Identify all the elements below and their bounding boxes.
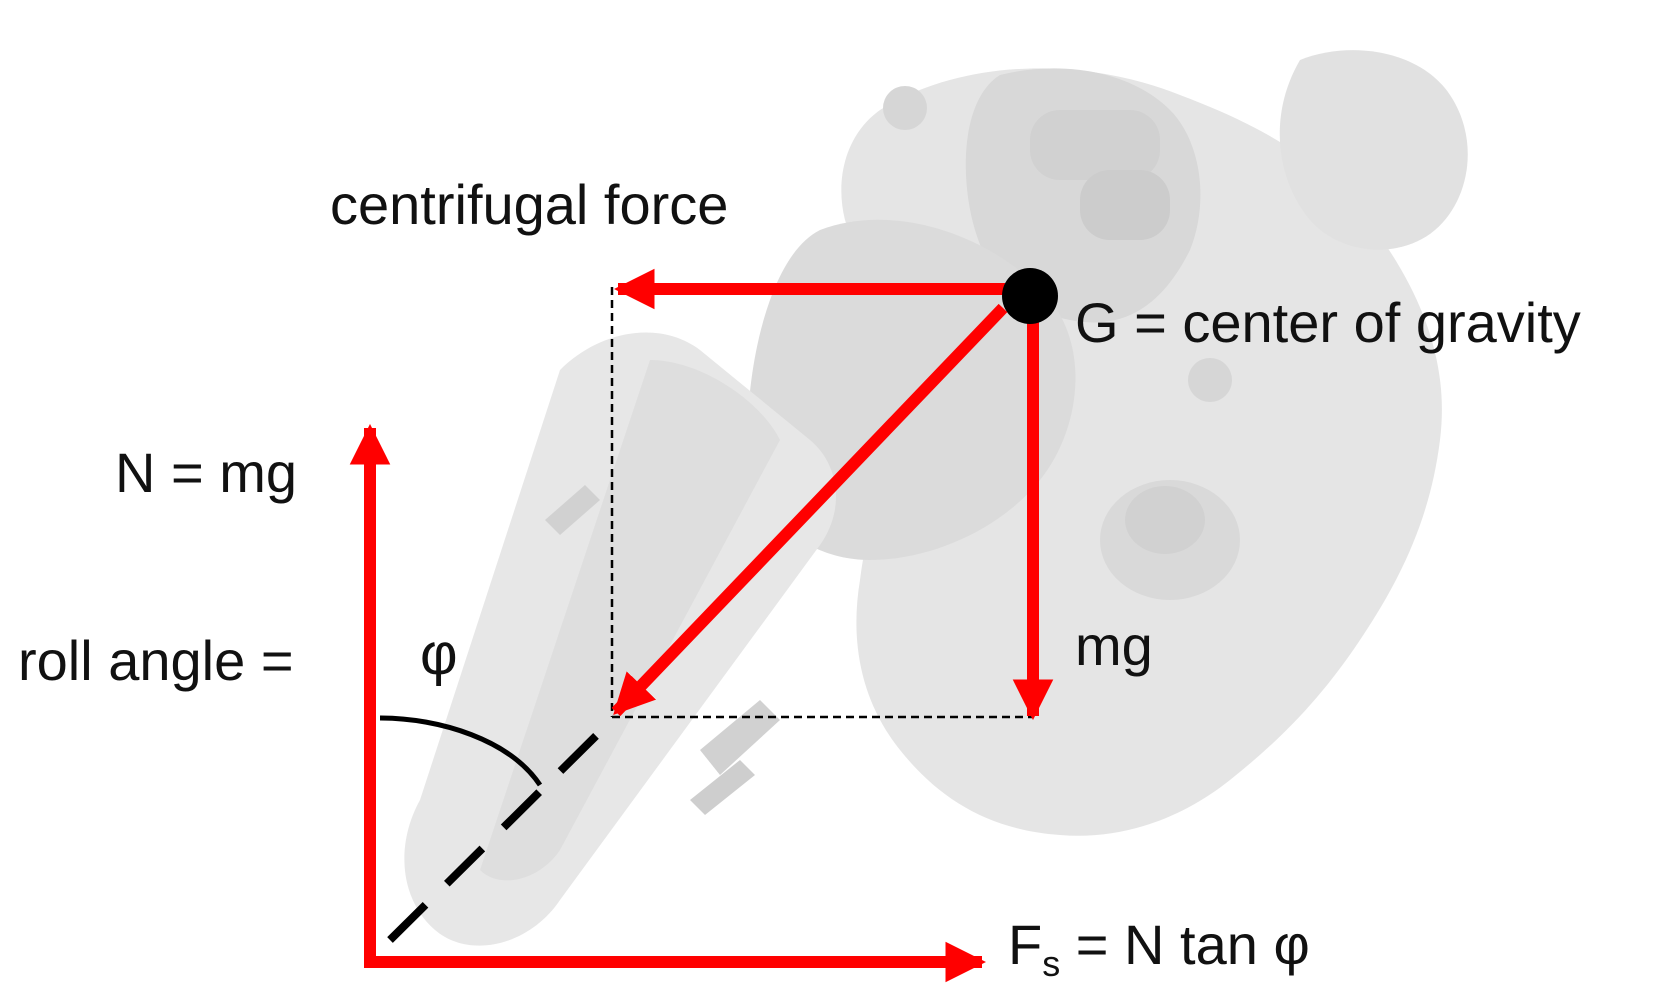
guide-lines bbox=[610, 287, 1033, 719]
side-force-subscript: s bbox=[1042, 943, 1060, 984]
side-force-equation: = N tan φ bbox=[1060, 913, 1310, 976]
tilt-axis-line bbox=[387, 719, 613, 943]
normal-force-label: N = mg bbox=[115, 441, 297, 504]
roll-angle-label: roll angle = bbox=[18, 629, 294, 692]
force-arrows bbox=[349, 268, 1054, 983]
center-of-gravity-point bbox=[1002, 268, 1058, 324]
helmet-shape bbox=[1279, 50, 1468, 250]
roll-angle-arc bbox=[379, 715, 543, 787]
side-force-label: Fs = N tan φ bbox=[1008, 913, 1310, 984]
roll-angle-symbol: φ bbox=[420, 622, 458, 687]
centrifugal-force-label: centrifugal force bbox=[330, 173, 728, 236]
motorcycle-rider-icon bbox=[404, 50, 1468, 946]
resultant-force-arrow bbox=[611, 303, 1008, 717]
center-of-gravity-label: G = center of gravity bbox=[1075, 291, 1581, 354]
mirror-right-shape bbox=[1188, 358, 1232, 402]
side-force-symbol: F bbox=[1008, 913, 1042, 976]
mirror-left-shape bbox=[883, 86, 927, 130]
weight-label: mg bbox=[1075, 614, 1153, 677]
